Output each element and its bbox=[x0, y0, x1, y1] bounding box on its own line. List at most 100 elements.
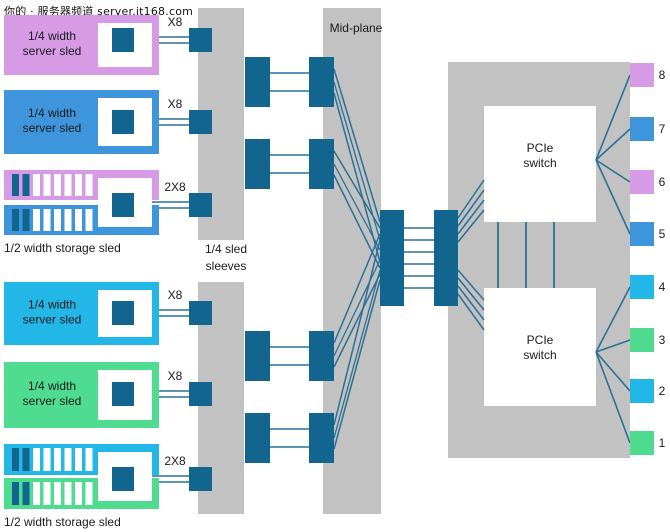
sleeve-chip-1 bbox=[245, 57, 270, 107]
sled-3-tray-1-drive-3 bbox=[33, 174, 40, 196]
sled-6-tray-2-drive-5 bbox=[54, 482, 61, 505]
sleeve-chip-4 bbox=[245, 413, 270, 463]
midplane-chip-4-fan-b bbox=[333, 279, 381, 450]
midplane-chip-3-fan-b bbox=[333, 273, 381, 368]
port-5-number: 5 bbox=[659, 227, 666, 241]
pcie-switch-top-label-line-1: PCIe bbox=[527, 141, 554, 155]
sled-6-chip bbox=[112, 467, 134, 491]
sled-1-link-label: X8 bbox=[168, 15, 183, 29]
pcie-switch-top bbox=[484, 106, 596, 222]
sled-3-tray-2-drive-4 bbox=[43, 209, 51, 231]
sled-3-label: 1/2 width storage sled bbox=[4, 241, 121, 255]
sled-1-sleeve-chip bbox=[189, 28, 212, 52]
pcie-switch-bottom-label-line-1: PCIe bbox=[527, 333, 554, 347]
port-7 bbox=[630, 117, 654, 141]
sled-3-link-label: 2X8 bbox=[164, 180, 186, 194]
port-1-wire bbox=[595, 351, 631, 444]
sled-6-tray-1-drive-2 bbox=[22, 448, 30, 471]
sled-6-tray-2-drive-7 bbox=[75, 482, 82, 505]
port-2 bbox=[630, 379, 654, 403]
sled-3-sleeve-chip bbox=[189, 193, 212, 217]
port-1-number: 1 bbox=[659, 436, 666, 450]
sled-6-tray-1-drive-1 bbox=[12, 448, 19, 471]
sled-6-tray-2-drive-2 bbox=[22, 482, 30, 505]
sled-3-tray-2-drive-7 bbox=[75, 209, 82, 231]
midplane-chip-2 bbox=[309, 139, 334, 189]
hub-fan-extra-2 bbox=[333, 163, 381, 251]
sled-4-link-label: X8 bbox=[168, 288, 183, 302]
sled-4-chip bbox=[112, 301, 134, 325]
port-5-wire bbox=[595, 159, 631, 235]
sled-6-tray-1-drive-5 bbox=[54, 448, 61, 471]
port-3-number: 3 bbox=[659, 333, 666, 347]
sled-3-tray-2-drive-2 bbox=[22, 209, 30, 231]
sled-5-label-line-2: server sled bbox=[23, 394, 82, 408]
sled-3-tray-2-drive-3 bbox=[33, 209, 40, 231]
midplane-hub-chip-right bbox=[434, 210, 458, 306]
sled-2-sleeve-chip bbox=[189, 110, 212, 134]
sled-3-chip bbox=[112, 193, 134, 217]
port-8-number: 8 bbox=[659, 68, 666, 82]
sled-6-tray-1-drive-3 bbox=[33, 448, 40, 471]
sled-6-label: 1/2 width storage sled bbox=[4, 515, 121, 529]
sled-2-link-label: X8 bbox=[168, 97, 183, 111]
sled-6-tray-2-drive-6 bbox=[64, 482, 72, 505]
sled-5-label-line-1: 1/4 width bbox=[28, 379, 76, 393]
port-4 bbox=[630, 275, 654, 299]
sled-1-label-line-2: server sled bbox=[23, 44, 82, 58]
port-6-wire bbox=[595, 159, 631, 183]
hub-to-switch-bottom-4 bbox=[457, 293, 485, 331]
sled-4-label-line-2: server sled bbox=[23, 313, 82, 327]
midplane-chip-4 bbox=[309, 413, 334, 463]
sled-3-tray-1-drive-5 bbox=[54, 174, 61, 196]
sled-6-tray-1-drive-6 bbox=[64, 448, 72, 471]
sled-2-label-line-2: server sled bbox=[23, 121, 82, 135]
hub-fan-extra-3 bbox=[333, 259, 381, 357]
sled-6-tray-1-drive-7 bbox=[75, 448, 82, 471]
port-7-wire bbox=[595, 128, 631, 161]
hub-to-switch-top-3 bbox=[457, 199, 485, 235]
sled-2-chip bbox=[112, 110, 134, 134]
midplane-chip-1-fan-b bbox=[333, 92, 381, 263]
sleeves-label-line-2: sleeves bbox=[206, 259, 247, 273]
sled-3-tray-1-drive-4 bbox=[43, 174, 51, 196]
sled-4-label-line-1: 1/4 width bbox=[28, 298, 76, 312]
port-8-wire bbox=[595, 74, 631, 161]
sled-3-tray-1-drive-1 bbox=[12, 174, 19, 196]
pcie-switch-bottom bbox=[484, 288, 596, 406]
port-6-number: 6 bbox=[659, 175, 666, 189]
hub-to-switch-top-4 bbox=[457, 209, 485, 243]
hub-to-switch-bottom-1 bbox=[457, 269, 485, 301]
hub-fan-extra-1 bbox=[333, 81, 381, 241]
midplane-chip-3 bbox=[309, 331, 334, 381]
sled-3-tray-2-drive-5 bbox=[54, 209, 61, 231]
sled-6-tray-1-drive-8 bbox=[85, 448, 93, 471]
port-6 bbox=[630, 170, 654, 194]
sled-6-sleeve-chip bbox=[189, 467, 212, 491]
sled-6-link-label: 2X8 bbox=[164, 454, 186, 468]
port-2-wire bbox=[595, 351, 631, 392]
sled-3-tray-1-drive-2 bbox=[22, 174, 30, 196]
hub-to-switch-bottom-2 bbox=[457, 277, 485, 311]
hub-to-switch-top-1 bbox=[457, 179, 485, 219]
hub-to-switch-bottom-3 bbox=[457, 285, 485, 321]
sleeve-chip-3 bbox=[245, 331, 270, 381]
pcie-switch-top-label-line-2: switch bbox=[523, 156, 556, 170]
sleeves-label-line-1: 1/4 sled bbox=[205, 242, 247, 256]
sled-6-tray-1-drive-4 bbox=[43, 448, 51, 471]
sled-3-tray-2-drive-1 bbox=[12, 209, 19, 231]
port-3 bbox=[630, 328, 654, 352]
sled-5-chip bbox=[112, 382, 134, 406]
sleeve-chip-2 bbox=[245, 139, 270, 189]
midplane-hub-chip-left bbox=[380, 210, 404, 306]
hub-to-switch-top-2 bbox=[457, 189, 485, 227]
sled-6-tray-2-drive-4 bbox=[43, 482, 51, 505]
sled-2-label-line-1: 1/4 width bbox=[28, 106, 76, 120]
sled-3-tray-1-drive-7 bbox=[75, 174, 82, 196]
port-2-number: 2 bbox=[659, 384, 666, 398]
watermark: 你的 · 服务器频道 server.it168.com bbox=[4, 5, 194, 18]
sled-3-tray-1-drive-6 bbox=[64, 174, 72, 196]
midplane-chip-1-fan-a bbox=[333, 68, 381, 223]
midplane-label: Mid-plane bbox=[330, 21, 383, 35]
port-4-wire bbox=[595, 286, 631, 353]
